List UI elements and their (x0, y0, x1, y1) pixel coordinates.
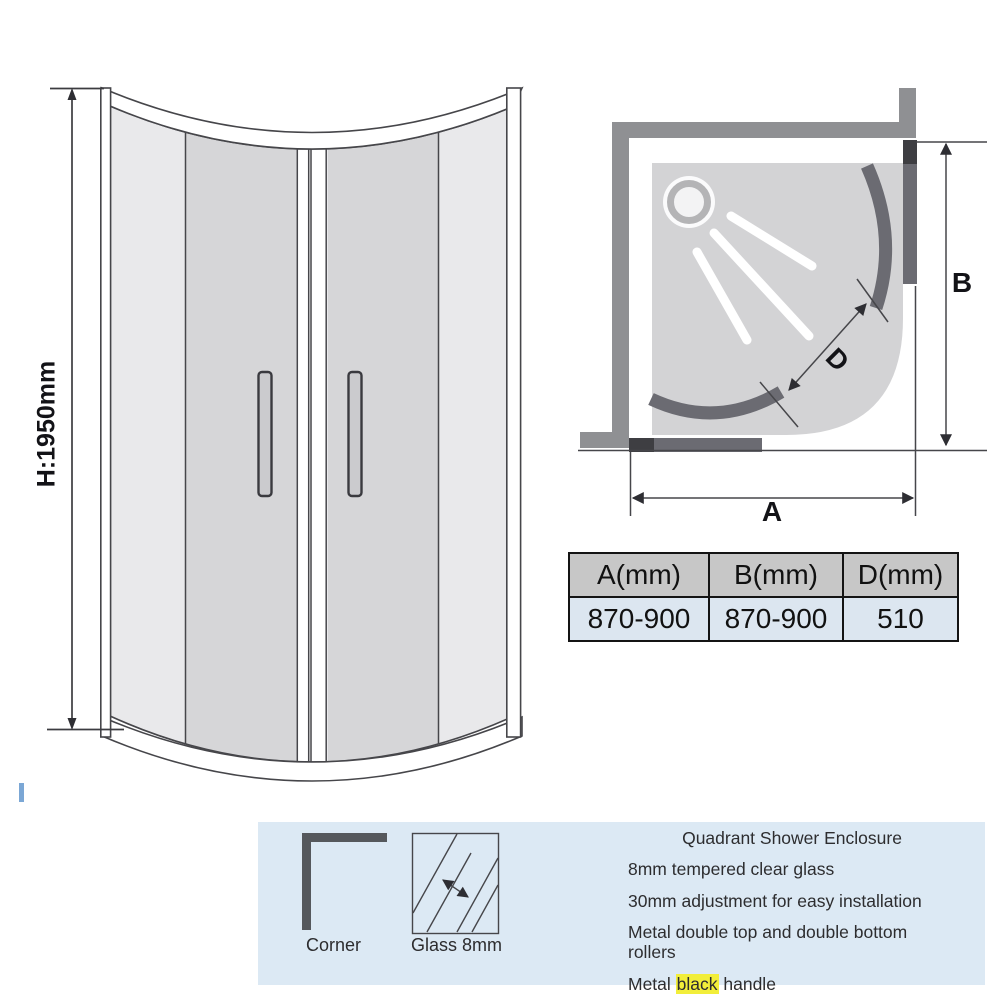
width-a-label: A (761, 496, 783, 527)
center-stile-band (296, 106, 328, 762)
feature-item: Metal double top and double bottom rolle… (628, 922, 908, 962)
feature-item: 8mm tempered clear glass (628, 859, 835, 879)
front-view-drawing (47, 86, 524, 782)
height-dimension-label: H:1950mm (32, 360, 61, 488)
feature-item: 30mm adjustment for easy installation (628, 890, 922, 911)
left-door-handle (257, 370, 273, 498)
header-b: B(mm) (708, 552, 844, 598)
dimensions-table: A(mm) B(mm) D(mm) 870-900 870-900 510 (568, 552, 959, 642)
plan-dimension-lines (578, 141, 987, 516)
depth-b-label: B (951, 267, 973, 298)
right-wall-profile-cap (903, 140, 917, 164)
feature-text-suffix: handle (718, 973, 776, 994)
feature-text-prefix: Metal (628, 973, 676, 994)
panel-division-lines (184, 106, 440, 762)
value-a: 870-900 (568, 596, 710, 642)
shower-head-icon (663, 176, 715, 228)
left-wall-profile (100, 87, 112, 738)
glass-legend-label: Glass 8mm (411, 935, 503, 955)
bottom-fixed-panel (629, 438, 762, 452)
product-title: Quadrant Shower Enclosure (682, 828, 902, 848)
height-dimension (47, 87, 124, 731)
right-wall-profile (505, 87, 522, 738)
right-fixed-panel (903, 164, 917, 284)
feature-list: Quadrant Shower Enclosure 8mm tempered c… (628, 828, 956, 1000)
bottom-wall-profile-cap (629, 438, 654, 452)
upper-sliding-door-arc (861, 163, 893, 311)
corner-walls (580, 88, 916, 448)
table-header-row: A(mm) B(mm) D(mm) (568, 552, 959, 598)
arrow-down-icon (67, 718, 77, 730)
right-door-handle (347, 370, 363, 498)
table-value-row: 870-900 870-900 510 (568, 596, 959, 642)
highlighted-word: black (675, 973, 719, 994)
plan-view-drawing (578, 88, 987, 516)
arrow-up-icon (67, 88, 77, 100)
feature-item-highlighted: Metal black handle (628, 973, 956, 994)
blue-tick-mark (19, 783, 24, 802)
feature-banner-background (258, 822, 985, 985)
header-d: D(mm) (842, 552, 959, 598)
curved-bottom-rail (101, 715, 523, 782)
header-a: A(mm) (568, 552, 710, 598)
glass-thickness-icon (411, 832, 500, 935)
value-b: 870-900 (708, 596, 844, 642)
corner-icon (302, 833, 387, 930)
corner-legend-label: Corner (306, 935, 362, 955)
lower-sliding-door-arc (648, 386, 785, 420)
value-d: 510 (842, 596, 959, 642)
